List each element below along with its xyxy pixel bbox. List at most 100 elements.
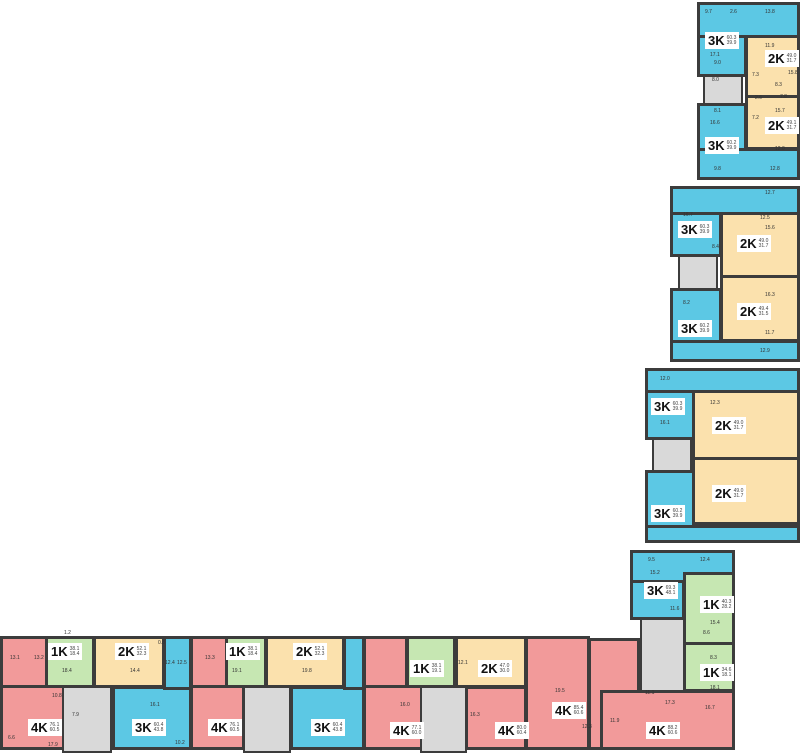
- apartment-type: 3K: [647, 583, 664, 598]
- apartment-area: 38.1 18.4: [69, 645, 80, 657]
- apartment-type: 2K: [740, 304, 757, 319]
- room-area-label: 16.6: [710, 120, 720, 126]
- apartment-3k-block[interactable]: [343, 636, 365, 690]
- room-area-label: 15.8: [788, 70, 798, 76]
- room-area-label: 11.9: [765, 43, 775, 49]
- apartment-3k-block[interactable]: [645, 525, 800, 543]
- apartment-type: 3K: [654, 399, 671, 414]
- apartment-4k-block[interactable]: [465, 686, 527, 750]
- apartment-area: 88.2 60.6: [667, 724, 678, 736]
- apartment-type: 2K: [768, 51, 785, 66]
- apartment-area: 76.1 60.5: [229, 721, 240, 733]
- apartment-area: 60.2 39.9: [672, 507, 683, 519]
- room-area-label: 11.1: [645, 690, 655, 696]
- apartment-area: 60.2 39.9: [699, 322, 710, 334]
- room-area-label: 12.7: [765, 190, 775, 196]
- room-area-label: 12.9: [760, 348, 770, 354]
- room-area-label: 12.8: [770, 166, 780, 172]
- room-area-label: 16.3: [470, 712, 480, 718]
- room-area-label: 6.6: [8, 735, 15, 741]
- apartment-3k-block[interactable]: [670, 340, 800, 362]
- apartment-area: 49.0 31.7: [733, 487, 744, 499]
- room-area-label: 11.6: [670, 606, 680, 612]
- room-area-label: 1.2: [64, 630, 71, 636]
- apartment-type: 2K: [118, 644, 135, 659]
- apartment-4k-block[interactable]: [190, 685, 245, 750]
- apartment-area: 49.0 31.7: [758, 237, 769, 249]
- apartment-type: 2K: [481, 661, 498, 676]
- room-area-label: 13.2: [34, 655, 44, 661]
- room-area-label: 7.9: [72, 712, 79, 718]
- apartment-3k-block[interactable]: [112, 686, 192, 750]
- room-area-label: 10.8: [52, 693, 62, 699]
- room-area-label: 9.0: [714, 60, 721, 66]
- apartment-area: 60.4 43.8: [153, 721, 164, 733]
- room-area-label: 12.4: [700, 557, 710, 563]
- apartment-type: 4K: [31, 720, 48, 735]
- room-area-label: 16.7: [705, 705, 715, 711]
- stairwell: [640, 618, 685, 698]
- room-area-label: 12.3: [710, 400, 720, 406]
- apartment-4k-block[interactable]: [363, 685, 423, 750]
- room-area-label: 12.0: [775, 146, 785, 152]
- room-area-label: 18.1: [710, 685, 720, 691]
- wall: [745, 95, 800, 98]
- stairwell: [652, 438, 692, 473]
- apartment-area: 40.3 28.2: [721, 598, 732, 610]
- apartment-type: 1K: [229, 644, 246, 659]
- room-area-label: 7.8: [780, 94, 787, 100]
- room-area-label: 15.2: [650, 570, 660, 576]
- apartment-area: 38.1 18.4: [247, 645, 258, 657]
- room-area-label: 8.2: [683, 300, 690, 306]
- room-area-label: 16.0: [400, 702, 410, 708]
- room-area-label: 13.1: [10, 655, 20, 661]
- apartment-area: 49.0 31.7: [733, 419, 744, 431]
- room-area-label: 15.7: [775, 108, 785, 114]
- stairwell: [678, 255, 718, 290]
- room-area-label: 12.5: [760, 215, 770, 221]
- room-area-label: 7.2: [752, 115, 759, 121]
- room-area-label: 11.9: [610, 718, 620, 724]
- apartment-area: 60.3 39.9: [726, 34, 737, 46]
- apartment-4k-block[interactable]: [600, 690, 735, 750]
- room-area-label: 19.5: [555, 688, 565, 694]
- room-area-label: 8.4: [712, 244, 719, 250]
- room-area-label: 8.6: [703, 630, 710, 636]
- room-area-label: 12.3: [582, 724, 592, 730]
- room-area-label: 8.0: [712, 77, 719, 83]
- stairwell: [62, 686, 112, 753]
- apartment-type: 3K: [135, 720, 152, 735]
- apartment-area: 38.1 19.1: [431, 662, 442, 674]
- room-area-label: 13.3: [205, 655, 215, 661]
- apartment-type: 4K: [393, 723, 410, 738]
- apartment-type: 3K: [314, 720, 331, 735]
- room-area-label: 19.1: [232, 668, 242, 674]
- apartment-area: 60.3 39.9: [699, 223, 710, 235]
- apartment-area: 80.0 60.4: [516, 724, 527, 736]
- apartment-type: 3K: [654, 506, 671, 521]
- room-area-label: 17.3: [665, 700, 675, 706]
- room-area-label: 7.3: [752, 72, 759, 78]
- apartment-area: 60.2 39.9: [726, 139, 737, 151]
- room-area-label: 0.8: [158, 640, 165, 646]
- stairwell: [243, 686, 291, 753]
- apartment-3k-block[interactable]: [290, 686, 365, 750]
